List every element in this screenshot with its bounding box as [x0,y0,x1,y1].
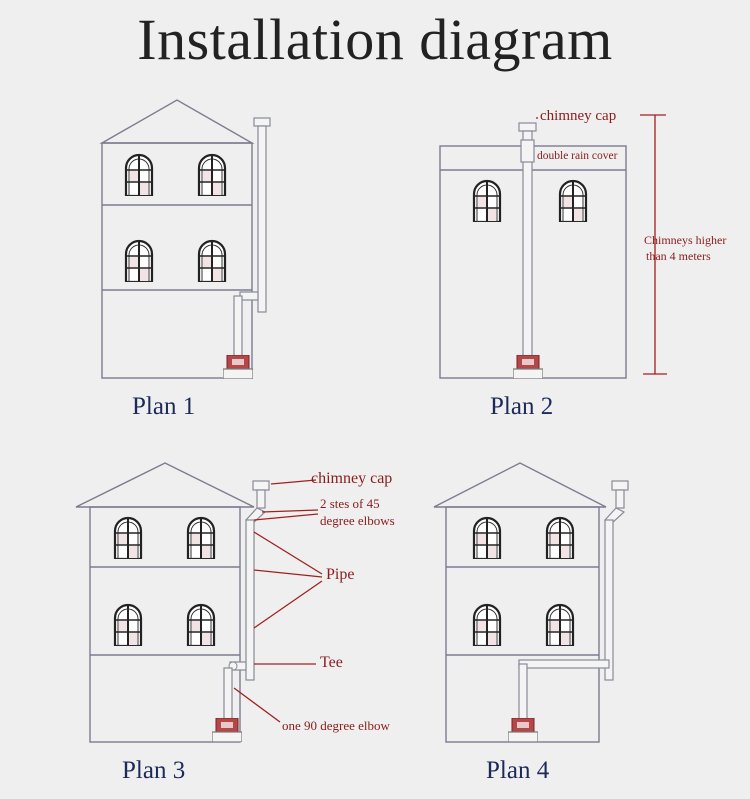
diagram-title: Installation diagram [137,7,613,72]
plan2-height-label-2: than 4 meters [646,249,711,263]
plan2-rain-cover-label: double rain cover [537,150,618,162]
plan3-house [75,462,255,743]
plan3-chimney [212,480,270,742]
plan1-house [99,99,255,379]
plan3-elbows-label-1: 2 stes of 45 [320,496,380,511]
plan4-label: Plan 4 [486,757,550,784]
plan1-label: Plan 1 [132,393,196,420]
plan2-chimney [513,122,543,379]
plan3-leader-lines [233,479,323,723]
plan4-chimney [508,480,629,742]
plan3-chimney-cap-label: chimney cap [311,470,393,487]
plan3-elbow90-label: one 90 degree elbow [282,718,390,733]
plan1-chimney [223,117,271,379]
plan4-house [433,462,607,743]
plan3-label: Plan 3 [122,757,186,784]
plan2-label: Plan 2 [490,393,554,420]
plan2-height-marker [536,114,667,375]
plan3-elbows-label-2: degree elbows [320,513,395,528]
plan2-house [439,145,627,379]
plan2-chimney-cap-label: chimney cap [540,108,617,124]
plan3-pipe-label: Pipe [326,566,355,583]
plan3-tee-label: Tee [320,654,343,671]
plan2-height-label-1: Chimneys higher [644,233,727,247]
